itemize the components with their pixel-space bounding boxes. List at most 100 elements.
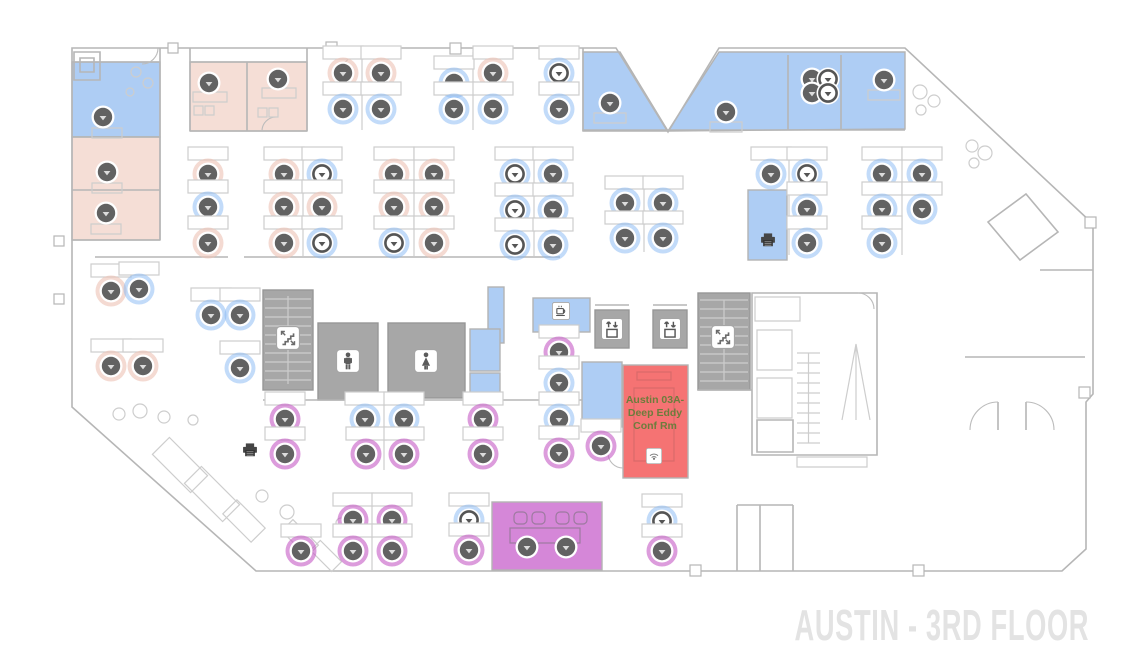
desk-surface — [263, 146, 305, 161]
desk-surface — [301, 146, 343, 161]
desk-seat-glyph — [274, 78, 282, 83]
presenter-icon — [646, 448, 662, 464]
desk-seat-glyph — [362, 453, 370, 458]
desk-marker[interactable] — [264, 426, 306, 470]
desk-surface — [642, 210, 684, 225]
desk-seat-glyph — [555, 72, 563, 77]
stairs-icon — [276, 326, 300, 350]
desk-marker[interactable] — [714, 100, 738, 124]
desk-seat-glyph — [280, 173, 288, 178]
desk-surface — [371, 523, 413, 538]
desk-surface — [861, 215, 903, 230]
desk-marker[interactable] — [266, 67, 290, 91]
desk-marker[interactable] — [433, 81, 475, 125]
desk-seat-glyph — [102, 212, 110, 217]
desk-marker[interactable] — [187, 179, 229, 223]
desk-marker[interactable] — [604, 210, 646, 254]
room-huddle-room[interactable] — [581, 361, 623, 428]
desk-seat-glyph — [597, 445, 605, 450]
desk-marker[interactable] — [371, 523, 413, 567]
conference-table — [633, 371, 675, 462]
room-office-top-left[interactable] — [71, 61, 161, 138]
desk-marker[interactable] — [360, 81, 402, 125]
desk-marker[interactable] — [538, 355, 580, 399]
desk-seat-glyph — [107, 290, 115, 295]
desk-surface — [641, 493, 683, 508]
desk-marker[interactable] — [816, 81, 840, 105]
desk-marker[interactable] — [90, 338, 132, 382]
desk-marker[interactable] — [383, 426, 425, 470]
desk-marker[interactable] — [861, 215, 903, 259]
desk-marker[interactable] — [538, 81, 580, 125]
desk-surface — [371, 492, 413, 507]
desk-marker[interactable] — [532, 146, 574, 190]
desk-surface — [332, 492, 374, 507]
desk-marker[interactable] — [554, 535, 578, 559]
desk-surface — [786, 146, 828, 161]
desk-marker[interactable] — [462, 426, 504, 470]
desk-marker[interactable] — [800, 81, 824, 105]
desk-marker[interactable] — [448, 522, 490, 566]
desk-marker[interactable] — [280, 523, 322, 567]
desk-surface — [263, 215, 305, 230]
desk-marker[interactable] — [301, 179, 343, 223]
room-copy-room[interactable] — [747, 189, 788, 261]
desk-marker[interactable] — [901, 181, 943, 225]
desk-marker[interactable] — [345, 426, 387, 470]
desk-marker[interactable] — [786, 215, 828, 259]
desk-seat-glyph — [390, 206, 398, 211]
desk-seat-glyph — [803, 208, 811, 213]
desk-marker[interactable] — [332, 523, 374, 567]
desk-marker[interactable] — [187, 215, 229, 259]
desk-marker[interactable] — [373, 179, 415, 223]
desk-seat-glyph — [658, 550, 666, 555]
desk-surface — [786, 215, 828, 230]
desk-marker[interactable] — [472, 45, 514, 89]
desk-seat-glyph — [878, 208, 886, 213]
desk-surface — [538, 425, 580, 440]
desk-marker[interactable] — [360, 45, 402, 89]
desk-surface — [280, 523, 322, 538]
desk-marker[interactable] — [95, 160, 119, 184]
desk-marker[interactable] — [322, 45, 364, 89]
desk-seat-glyph — [808, 78, 816, 83]
desk-marker[interactable] — [91, 105, 115, 129]
desk-marker[interactable] — [122, 338, 164, 382]
elevator-icon — [601, 318, 623, 340]
desk-surface — [472, 45, 514, 60]
desk-marker[interactable] — [373, 215, 415, 259]
desk-marker[interactable] — [472, 81, 514, 125]
room-suite-top-band-east[interactable] — [666, 51, 906, 132]
desk-marker[interactable] — [219, 340, 261, 384]
room-phone-room-b[interactable] — [469, 328, 501, 372]
desk-marker[interactable] — [532, 217, 574, 261]
desk-seat-glyph — [511, 244, 519, 249]
desk-marker[interactable] — [641, 523, 683, 567]
desk-marker[interactable] — [197, 71, 221, 95]
desk-surface — [383, 426, 425, 441]
desk-seat-glyph — [450, 108, 458, 113]
desk-marker[interactable] — [580, 418, 622, 462]
desk-marker[interactable] — [413, 179, 455, 223]
desk-marker[interactable] — [598, 91, 622, 115]
desk-seat-glyph — [918, 208, 926, 213]
desk-marker[interactable] — [219, 287, 261, 331]
desk-marker[interactable] — [872, 68, 896, 92]
desk-seat-glyph — [722, 111, 730, 116]
desk-seat-glyph — [390, 173, 398, 178]
desk-marker[interactable] — [750, 146, 792, 190]
desk-seat-glyph — [549, 244, 557, 249]
desk-marker[interactable] — [263, 215, 305, 259]
desk-marker[interactable] — [494, 217, 536, 261]
desk-marker[interactable] — [538, 45, 580, 89]
desk-surface — [433, 55, 475, 70]
desk-marker[interactable] — [642, 210, 684, 254]
desk-marker[interactable] — [94, 201, 118, 225]
desk-seat-glyph — [349, 519, 357, 524]
desk-marker[interactable] — [538, 425, 580, 469]
desk-marker[interactable] — [322, 81, 364, 125]
desk-marker[interactable] — [301, 215, 343, 259]
desk-marker[interactable] — [515, 535, 539, 559]
desk-marker[interactable] — [413, 215, 455, 259]
desk-marker[interactable] — [118, 261, 160, 305]
